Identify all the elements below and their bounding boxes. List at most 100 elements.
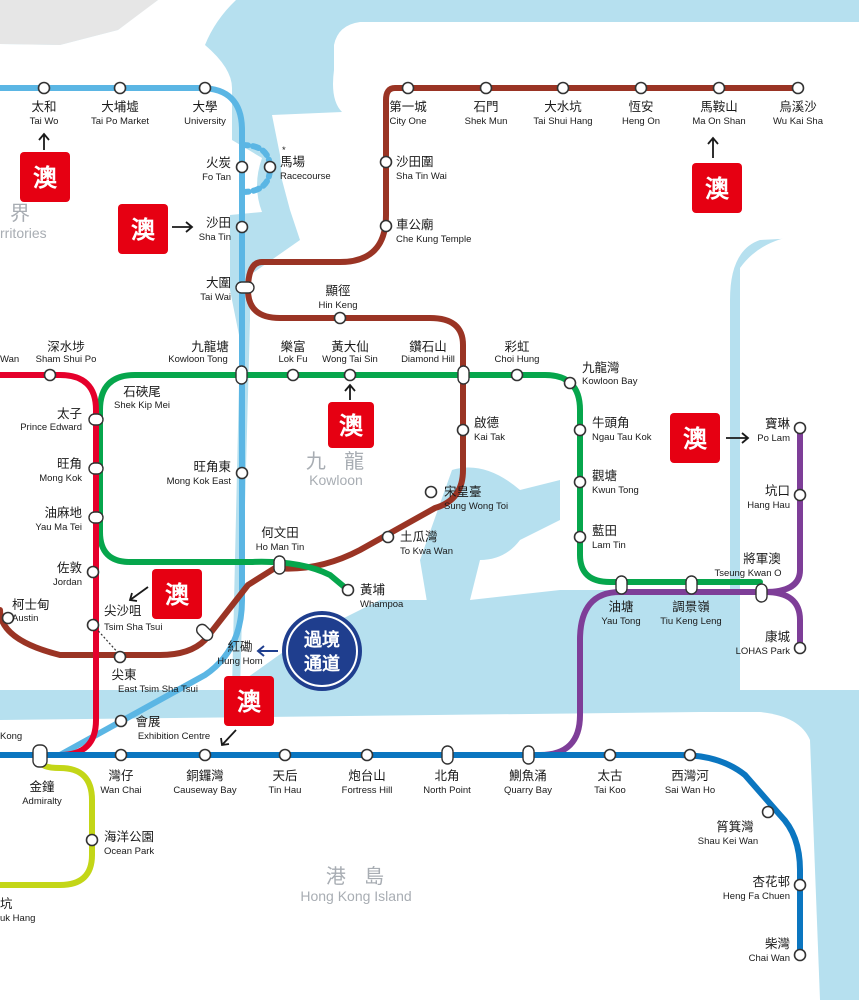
east-rail-line[interactable] — [0, 85, 245, 758]
station-wu-kai-sha[interactable] — [791, 81, 805, 95]
label-heng-fa-chuen-zh: 杏花邨 — [752, 874, 790, 889]
label-sham-shui-po-en: Sham Shui Po — [36, 354, 97, 365]
island-line[interactable] — [0, 752, 803, 958]
station-sai-wan-ho[interactable] — [683, 748, 697, 762]
station-tai-wai[interactable] — [235, 281, 255, 294]
svg-text:澳: 澳 — [683, 425, 708, 453]
station-lohas-park[interactable] — [793, 641, 807, 655]
station-racecourse[interactable] — [263, 160, 277, 174]
station-city-one[interactable] — [401, 81, 415, 95]
station-tseung-kwan-o[interactable] — [755, 583, 768, 603]
station-po-lam[interactable] — [793, 421, 807, 435]
label-tsim-sha-tsui-en: Tsim Sha Tsui — [104, 622, 162, 633]
station-heng-fa-chuen[interactable] — [793, 878, 807, 892]
station-tai-shui-hang[interactable] — [556, 81, 570, 95]
station-hung-hom[interactable] — [194, 622, 215, 643]
station-admiralty[interactable] — [32, 744, 48, 768]
seal-icon-ma-on-shan[interactable]: 澳 — [692, 163, 742, 213]
arrow-icon-hung-hom-badge — [256, 645, 278, 657]
tuen-ma-line[interactable] — [0, 85, 801, 658]
station-wan-chai[interactable] — [114, 748, 128, 762]
station-tiu-keng-leng[interactable] — [685, 575, 698, 595]
svg-text:澳: 澳 — [33, 164, 58, 192]
station-yau-ma-tei[interactable] — [88, 511, 104, 524]
south-island-line[interactable] — [0, 757, 95, 888]
label-racecourse-mark: * — [282, 145, 286, 156]
label-tai-wai-zh: 大圍 — [206, 275, 231, 290]
station-tai-wo[interactable] — [37, 81, 51, 95]
station-jordan[interactable] — [86, 565, 100, 579]
label-ma-on-shan-en: Ma On Shan — [692, 116, 745, 127]
station-to-kwa-wan[interactable] — [381, 530, 395, 544]
station-sha-tin-wai[interactable] — [379, 155, 393, 169]
seal-icon-wong-tai-sin[interactable]: 澳 — [328, 402, 374, 448]
label-jordan-en: Jordan — [53, 577, 82, 588]
station-wong-tai-sin[interactable] — [343, 368, 357, 382]
station-hang-hau[interactable] — [793, 488, 807, 502]
label-sha-tin-en: Sha Tin — [199, 232, 231, 243]
kwun-tong-line[interactable] — [97, 372, 763, 593]
station-north-point[interactable] — [441, 745, 454, 765]
seal-icon-sha-tin[interactable]: 澳 — [118, 204, 168, 254]
station-heng-on[interactable] — [634, 81, 648, 95]
tko-lohas-branch[interactable] — [762, 589, 803, 651]
station-tsim-sha-tsui[interactable] — [86, 618, 100, 632]
station-sha-tin[interactable] — [235, 220, 249, 234]
station-kowloon-bay[interactable] — [563, 376, 577, 390]
station-shau-kei-wan[interactable] — [761, 805, 775, 819]
station-fortress-hill[interactable] — [360, 748, 374, 762]
label-tai-wo-zh: 太和 — [31, 99, 56, 114]
station-university[interactable] — [198, 81, 212, 95]
station-chai-wan[interactable] — [793, 948, 807, 962]
label-kowloon-tong-zh: 九龍塘 — [191, 339, 229, 354]
border-crossing-badge[interactable]: 過境 通道 — [282, 611, 362, 691]
station-hin-keng[interactable] — [333, 311, 347, 325]
station-kai-tak[interactable] — [456, 423, 470, 437]
label-lai-wan-partial-en: Wan — [0, 354, 19, 365]
label-lohas-park-zh: 康城 — [765, 629, 791, 644]
station-diamond-hill[interactable] — [457, 365, 470, 385]
station-kwun-tong[interactable] — [573, 475, 587, 489]
station-tai-koo[interactable] — [603, 748, 617, 762]
station-ho-man-tin[interactable] — [273, 555, 286, 575]
station-east-tsim-sha-tsui[interactable] — [113, 650, 127, 664]
station-lok-fu[interactable] — [286, 368, 300, 382]
seal-icon-po-lam[interactable]: 澳 — [670, 413, 720, 463]
label-wong-chuk-hang-partial-en: uk Hang — [0, 913, 35, 924]
station-yau-tong[interactable] — [615, 575, 628, 595]
station-ngau-tau-kok[interactable] — [573, 423, 587, 437]
station-prince-edward[interactable] — [88, 413, 104, 426]
label-tai-wai-en: Tai Wai — [200, 292, 231, 303]
station-choi-hung[interactable] — [510, 368, 524, 382]
label-sha-tin-wai-zh: 沙田圍 — [396, 154, 434, 169]
seal-icon-tsim-sha-tsui[interactable]: 澳 — [152, 569, 202, 619]
station-exhibition-centre[interactable] — [114, 714, 128, 728]
label-yau-tong-zh: 油塘 — [608, 599, 633, 614]
label-whampoa-en: Whampoa — [360, 599, 404, 610]
station-ocean-park[interactable] — [85, 833, 99, 847]
label-tai-shui-hang-en: Tai Shui Hang — [533, 116, 592, 127]
station-tai-po-market[interactable] — [113, 81, 127, 95]
station-lam-tin[interactable] — [573, 530, 587, 544]
station-fo-tan[interactable] — [235, 160, 249, 174]
label-tin-hau-en: Tin Hau — [269, 785, 302, 796]
station-causeway-bay[interactable] — [198, 748, 212, 762]
station-shek-mun[interactable] — [479, 81, 493, 95]
tseung-kwan-o-line[interactable] — [447, 425, 803, 758]
station-tin-hau[interactable] — [278, 748, 292, 762]
station-ma-on-shan[interactable] — [712, 81, 726, 95]
station-che-kung-temple[interactable] — [379, 219, 393, 233]
station-austin[interactable] — [1, 611, 15, 625]
svg-text:澳: 澳 — [705, 175, 730, 203]
station-kowloon-tong[interactable] — [235, 365, 248, 385]
station-sung-wong-toi[interactable] — [424, 485, 438, 499]
seal-icon-tai-wo[interactable]: 澳 — [20, 152, 70, 202]
station-quarry-bay[interactable] — [522, 745, 535, 765]
station-sham-shui-po[interactable] — [43, 368, 57, 382]
label-tseung-kwan-o-zh: 將軍澳 — [743, 551, 781, 566]
station-whampoa[interactable] — [341, 583, 355, 597]
station-mong-kok-east[interactable] — [235, 466, 249, 480]
label-heng-on-en: Heng On — [622, 116, 660, 127]
seal-icon-causeway-bay[interactable]: 澳 — [224, 676, 274, 726]
station-mong-kok[interactable] — [88, 462, 104, 475]
